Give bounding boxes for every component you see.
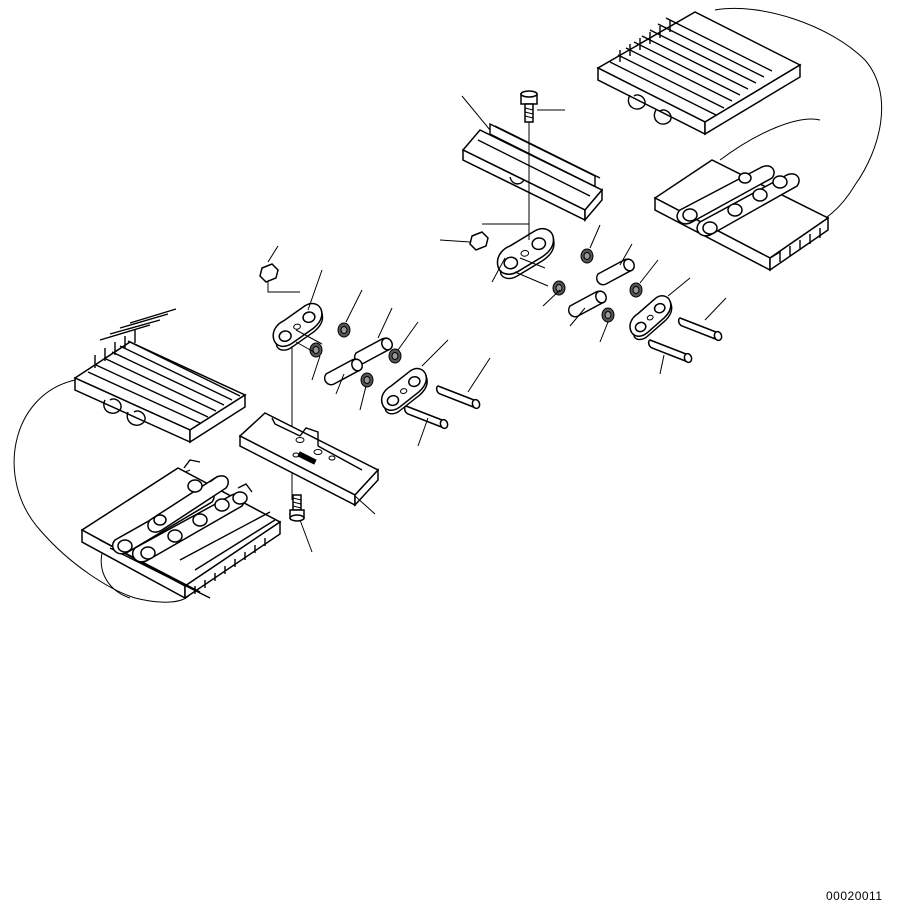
right-track-loop <box>715 8 882 228</box>
right-track-assembly <box>598 8 882 270</box>
exploded-link-upper <box>470 224 559 281</box>
seal-2 <box>629 282 643 298</box>
pin-1 <box>677 317 724 343</box>
exploded-bolt-upper <box>521 91 537 228</box>
right-lower-shoes <box>655 160 828 270</box>
left-upper-shoes <box>75 309 245 442</box>
left-track-loop <box>14 380 191 602</box>
exploded-link-right <box>622 293 680 343</box>
right-upper-shoes <box>598 12 800 134</box>
seal-4 <box>601 307 615 323</box>
leader-lines <box>268 96 726 552</box>
seal-3 <box>552 280 566 296</box>
pin-3 <box>435 385 482 411</box>
seal-6 <box>388 348 402 364</box>
left-lower-shoes <box>82 460 280 598</box>
exploded-link-lower <box>260 264 329 500</box>
exploded-bolt-lower <box>290 495 304 521</box>
seal-8 <box>360 372 374 388</box>
seal-5 <box>337 322 351 338</box>
exploded-shoe-lower <box>240 413 378 505</box>
pin-4 <box>403 405 450 431</box>
exploded-shoe-upper <box>463 124 602 220</box>
pin-2 <box>647 339 694 365</box>
bushing-4 <box>323 356 365 386</box>
seal-7 <box>309 342 323 358</box>
left-track-assembly <box>14 309 280 602</box>
bushing-3 <box>353 335 395 365</box>
seal-1 <box>580 248 594 264</box>
drawing-code: 00020011 <box>826 889 883 903</box>
bushing-1 <box>595 256 637 286</box>
